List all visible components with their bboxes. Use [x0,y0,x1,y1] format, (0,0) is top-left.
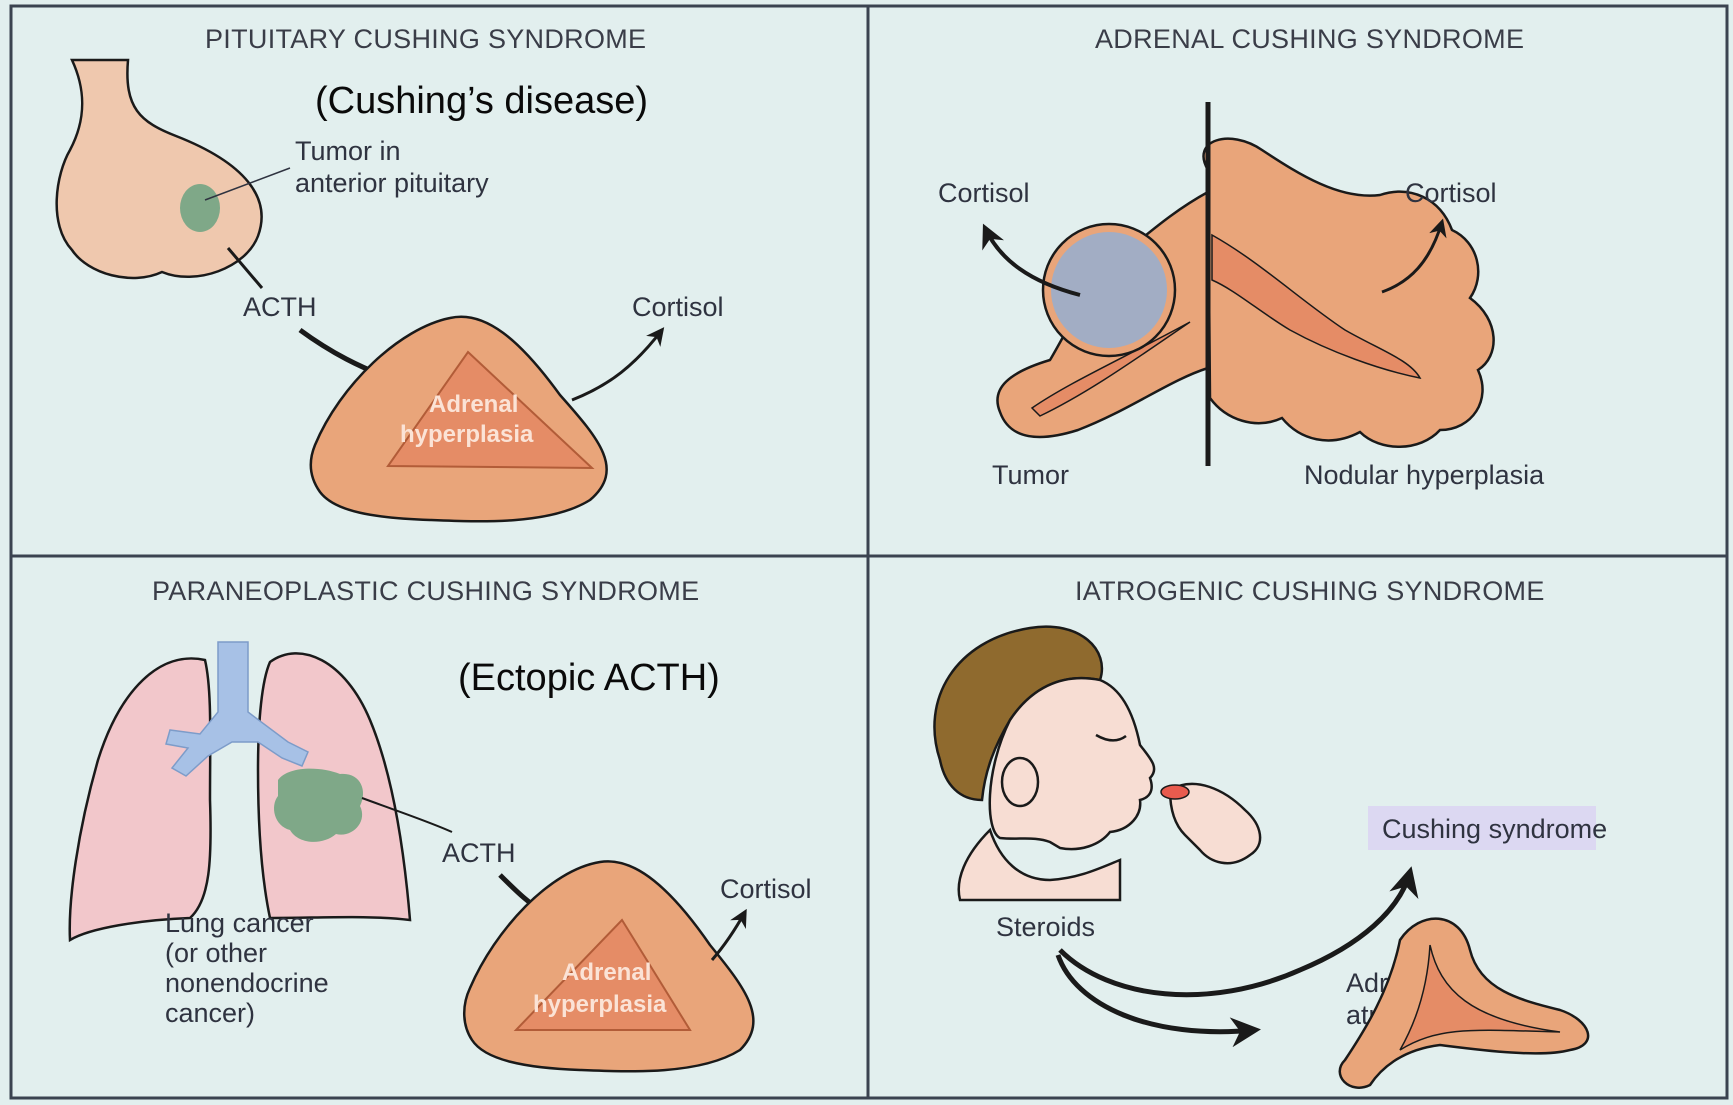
cortisol-label: Cortisol [632,292,724,322]
panel-title: IATROGENIC CUSHING SYNDROME [1075,576,1545,606]
tumor-label: Tumor [992,460,1069,490]
lung-label-line1: Lung cancer [165,908,314,938]
pituitary-tumor [180,184,220,232]
adrenal-label-line2: hyperplasia [533,991,667,1018]
boy-ear [1002,758,1038,806]
lung-label-line2: (or other [165,938,267,968]
tumor-label-line1: Tumor in [295,136,401,166]
cortisol-right-label: Cortisol [1405,178,1497,208]
nodular-label: Nodular hyperplasia [1304,460,1545,490]
panel-title: PARANEOPLASTIC CUSHING SYNDROME [152,576,699,606]
adrenal-label-line1: Adrenal [429,391,518,418]
panel-subtitle: (Cushing’s disease) [315,80,648,122]
panel-title: ADRENAL CUSHING SYNDROME [1095,24,1524,54]
lung-label-line3: nonendocrine [165,968,329,998]
steroid-pill [1161,785,1189,799]
lung-label-line4: cancer) [165,998,255,1028]
tumor-label-line2: anterior pituitary [295,168,489,198]
adrenal-label-line1: Adrenal [562,959,651,986]
cushing-label: Cushing syndrome [1382,814,1607,844]
panel-title: PITUITARY CUSHING SYNDROME [205,24,646,54]
acth-label: ACTH [243,292,317,322]
cortisol-label: Cortisol [720,874,812,904]
steroids-label: Steroids [996,912,1095,942]
cortisol-left-label: Cortisol [938,178,1030,208]
panel-subtitle: (Ectopic ACTH) [458,657,720,699]
acth-label: ACTH [442,838,516,868]
adrenal-label-line2: hyperplasia [400,421,534,448]
